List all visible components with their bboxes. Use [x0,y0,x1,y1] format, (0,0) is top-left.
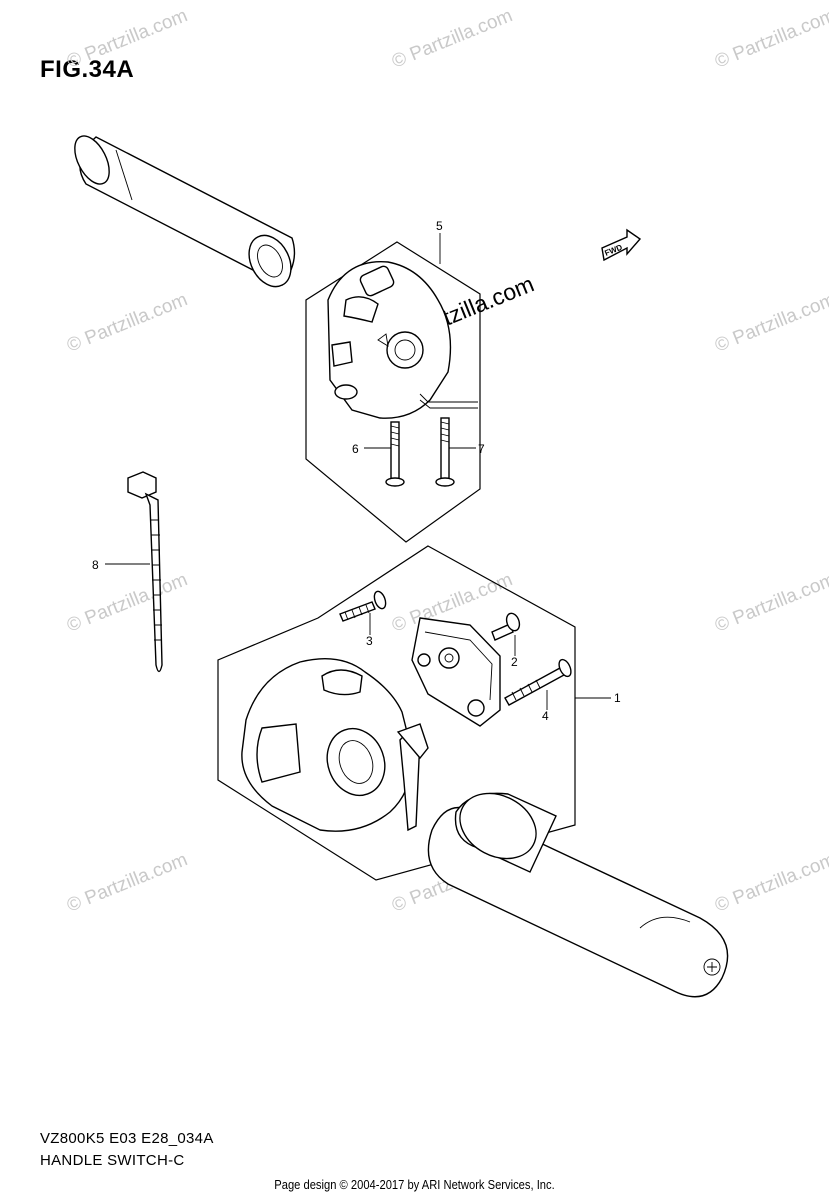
watermark: © Partzilla.com [64,5,191,72]
watermark: © Partzilla.com [712,289,829,356]
fwd-arrow-icon: FWD [601,228,642,262]
callout-8: 8 [92,558,99,572]
right-throttle-grip [427,792,729,998]
upper-switch-assembly [305,233,481,543]
callout-1: 1 [614,691,621,705]
cable-tie [105,471,163,673]
watermark: © Partzilla.com [712,569,829,636]
page-footer: Page design © 2004-2017 by ARI Network S… [274,1177,555,1192]
callout-6: 6 [352,442,359,456]
callout-4: 4 [542,709,549,723]
figure-title: FIG.34A [40,56,135,83]
callout-5: 5 [436,219,443,233]
callout-2: 2 [511,655,518,669]
lower-switch-assembly [217,545,611,881]
callout-7: 7 [478,442,485,456]
watermark: © Partzilla.com [389,5,516,72]
watermark: © Partzilla.com [64,289,191,356]
model-code-caption: VZ800K5 E03 E28_034A [40,1130,214,1147]
watermark: © Partzilla.com [64,569,191,636]
watermark: © Partzilla.com [64,849,191,916]
figure-name-caption: HANDLE SWITCH-C [40,1152,185,1169]
callout-labels: 1 2 3 4 5 6 7 8 [92,219,621,723]
watermark: © Partzilla.com [712,849,829,916]
left-grip [74,135,296,288]
watermark: © Partzilla.com [712,5,829,72]
callout-3: 3 [366,634,373,648]
